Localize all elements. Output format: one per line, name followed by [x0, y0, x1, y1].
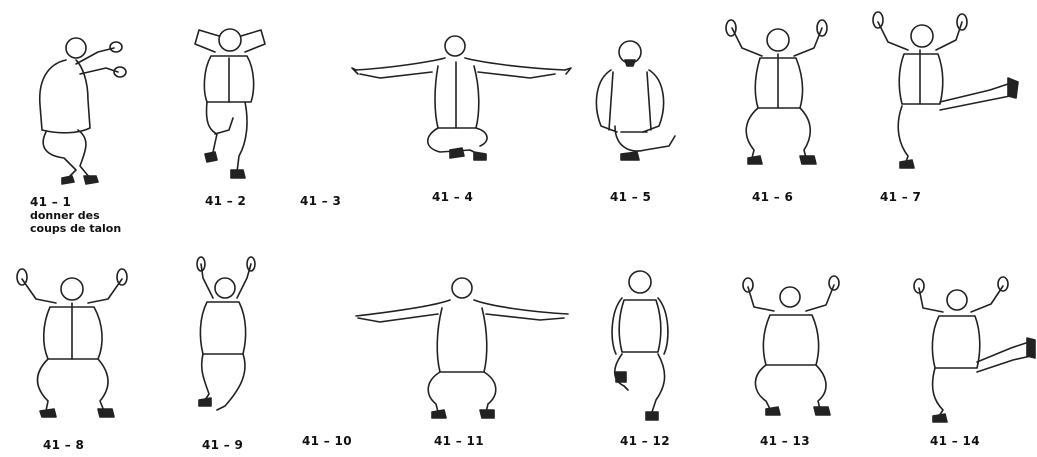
caption-41-12: 41 – 12 [620, 434, 670, 448]
figure-41-12 [600, 262, 680, 432]
figure-41-7 [860, 10, 1030, 180]
figure-41-2 [185, 22, 275, 187]
figure-41-4 [350, 32, 575, 172]
figure-41-11 [350, 272, 575, 427]
caption-41-7: 41 – 7 [880, 190, 921, 204]
caption-41-2: 41 – 2 [205, 194, 246, 208]
caption-41-9: 41 – 9 [202, 438, 243, 452]
figure-41-9 [185, 258, 270, 428]
figure-41-5 [585, 36, 685, 166]
caption-41-3: 41 – 3 [300, 194, 341, 208]
caption-41-5: 41 – 5 [610, 190, 651, 204]
caption-41-11: 41 – 11 [434, 434, 484, 448]
caption-41-14: 41 – 14 [930, 434, 980, 448]
figure-41-1 [18, 30, 133, 190]
caption-41-4: 41 – 4 [432, 190, 473, 204]
caption-41-1: 41 – 1 [30, 195, 71, 209]
figure-41-8 [10, 265, 140, 435]
figure-41-14 [895, 272, 1037, 432]
figure-41-13 [730, 275, 855, 425]
caption-41-13: 41 – 13 [760, 434, 810, 448]
figure-41-6 [718, 18, 838, 173]
caption-41-6: 41 – 6 [752, 190, 793, 204]
caption-41-1-note-line2: coups de talon [30, 222, 121, 235]
caption-41-8: 41 – 8 [43, 438, 84, 452]
caption-41-10: 41 – 10 [302, 434, 352, 448]
caption-41-1-note-line1: donner des [30, 209, 100, 222]
